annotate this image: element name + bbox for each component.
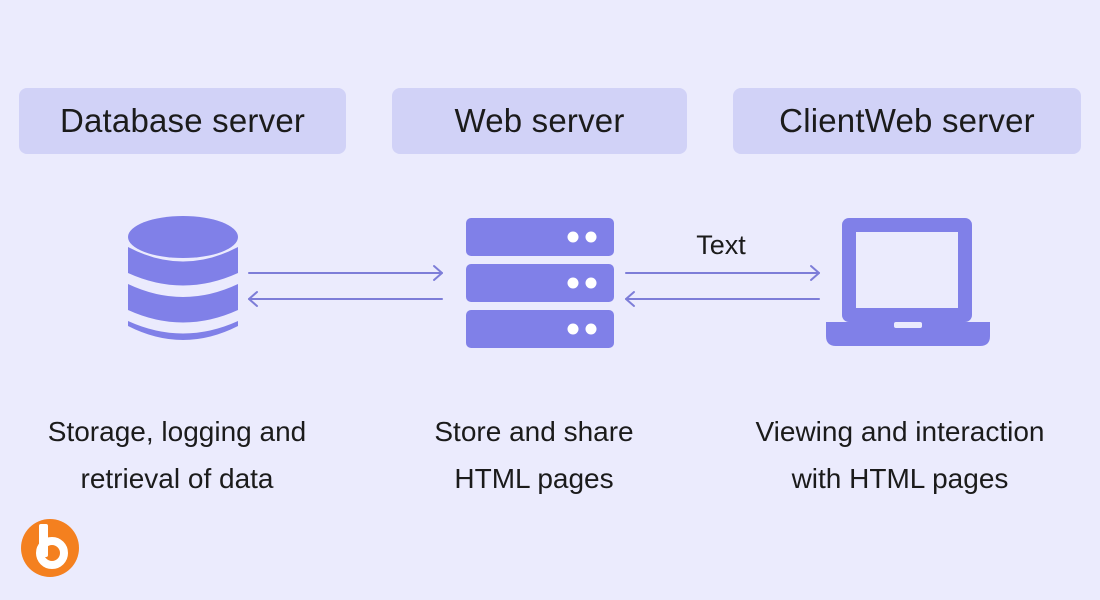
caption-line: HTML pages [454,463,614,494]
caption-line: with HTML pages [791,463,1009,494]
db-to-web-arrow [248,265,443,281]
database-icon [128,216,238,340]
caption-line: retrieval of data [80,463,274,494]
client-to-web-arrow [625,291,820,307]
client-web-server-caption: Viewing and interaction with HTML pages [730,408,1070,502]
caption-line: Storage, logging and [47,416,307,447]
database-server-title: Database server [59,102,306,139]
database-server-header: Database server [19,88,346,154]
web-server-caption: Store and share HTML pages [400,408,668,502]
caption-line: Store and share [434,416,634,447]
web-to-db-arrow [248,291,443,307]
brand-logo-icon [21,519,79,577]
caption-line: Viewing and interaction [755,416,1045,447]
server-rack-icon [466,218,614,348]
arrow-label: Text [696,230,746,260]
web-to-client-arrow [625,265,820,281]
database-server-caption: Storage, logging and retrieval of data [20,408,334,502]
client-web-server-header: ClientWeb server [733,88,1081,154]
web-server-title: Web server [454,102,625,139]
web-server-header: Web server [392,88,687,154]
client-web-server-title: ClientWeb server [779,102,1035,139]
laptop-icon [826,218,990,346]
